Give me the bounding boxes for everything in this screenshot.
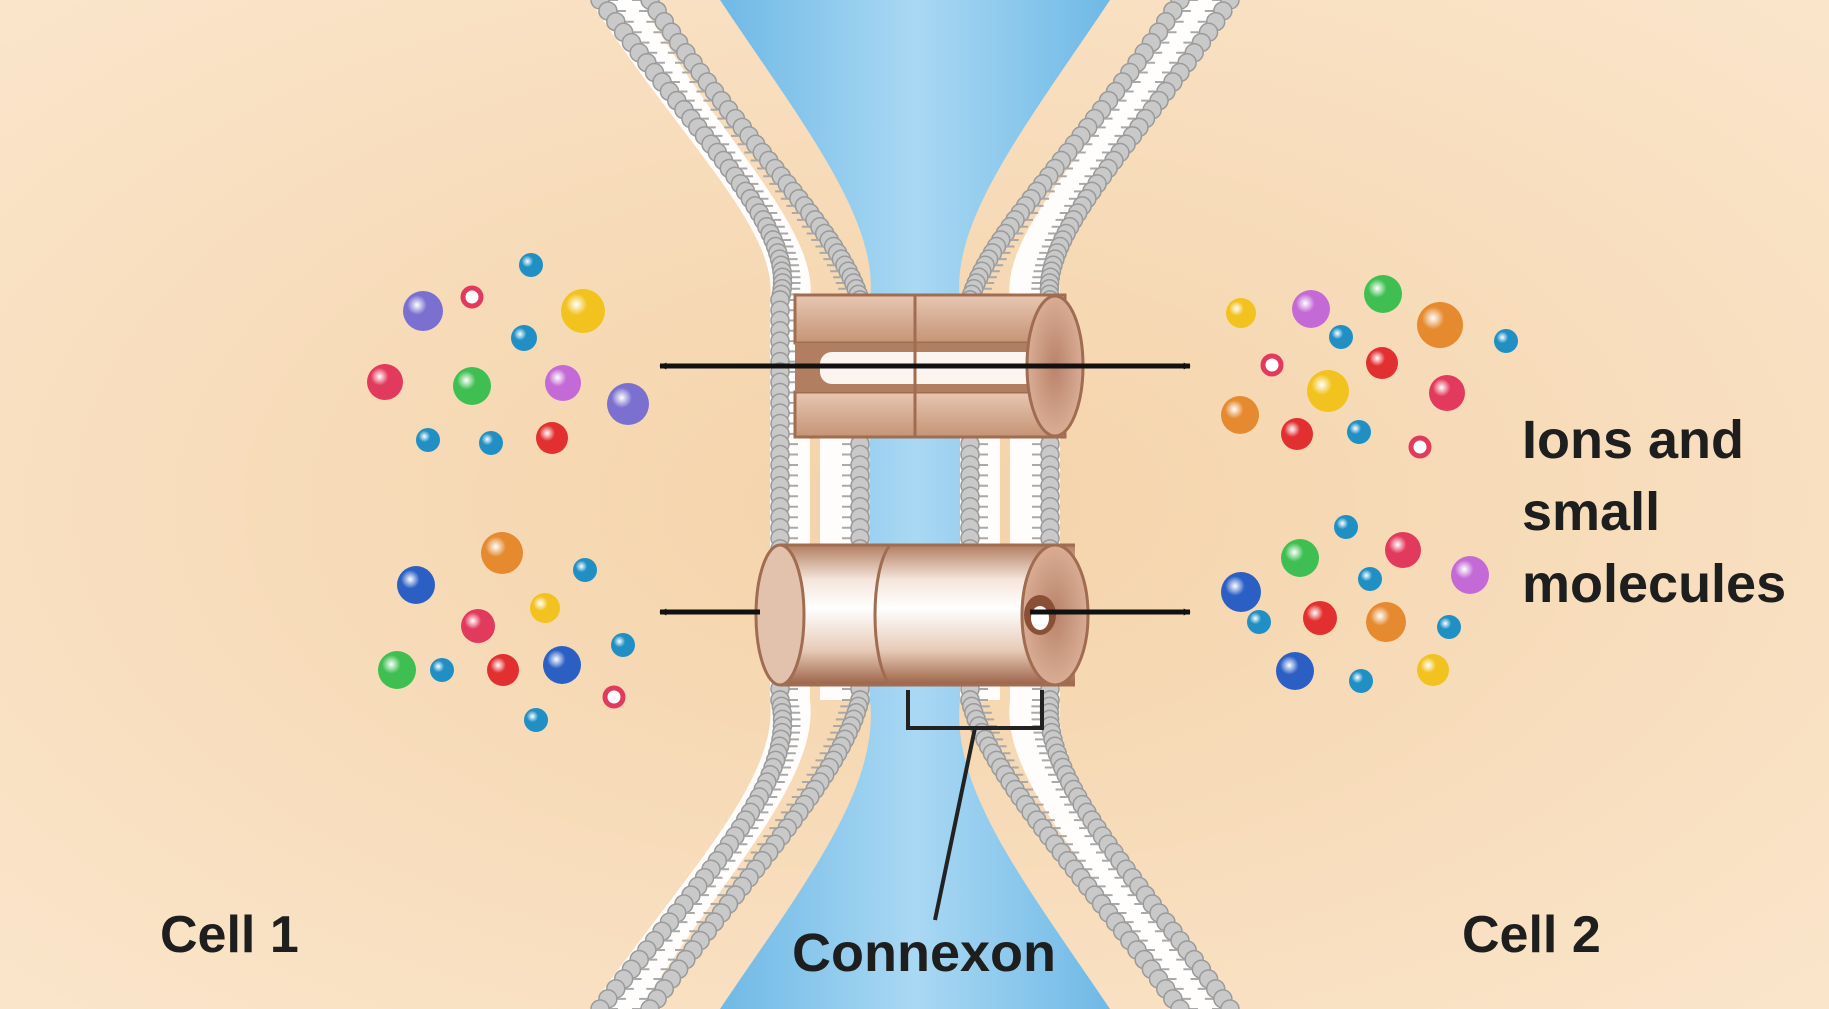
molecule <box>1437 615 1461 639</box>
molecule-ring <box>460 285 484 309</box>
molecule-ring <box>1408 435 1432 459</box>
molecule <box>519 253 543 277</box>
molecule <box>1307 370 1349 412</box>
molecule <box>561 289 605 333</box>
molecule <box>367 364 403 400</box>
cell-1-label: Cell 1 <box>160 906 299 964</box>
molecule <box>1303 601 1337 635</box>
extracellular-space <box>720 0 1110 1009</box>
molecule <box>1358 567 1382 591</box>
molecule <box>1281 539 1319 577</box>
molecule <box>378 651 416 689</box>
molecule <box>487 654 519 686</box>
connexon-leader-line <box>933 727 977 921</box>
molecule <box>1366 602 1406 642</box>
molecule <box>1364 275 1402 313</box>
molecule <box>1281 418 1313 450</box>
ions-and-small-molecules-label: Ions and small molecules <box>1522 404 1786 620</box>
molecule <box>1292 290 1330 328</box>
molecule <box>607 383 649 425</box>
molecule <box>1385 532 1421 568</box>
molecule <box>453 367 491 405</box>
molecule <box>461 609 495 643</box>
molecule <box>1417 654 1449 686</box>
ions-label-line-1: Ions and <box>1522 410 1745 470</box>
ions-label-line-2: small <box>1522 482 1661 542</box>
molecule <box>611 633 635 657</box>
molecule <box>1347 420 1371 444</box>
molecule <box>1334 515 1358 539</box>
molecule <box>511 325 537 351</box>
molecule <box>1349 669 1373 693</box>
molecule <box>1226 298 1256 328</box>
molecule <box>1276 652 1314 690</box>
molecule <box>1429 375 1465 411</box>
molecule <box>1247 610 1271 634</box>
molecule <box>1366 347 1398 379</box>
molecules <box>367 253 1518 732</box>
molecule <box>530 593 560 623</box>
molecule <box>479 431 503 455</box>
cell-2-label: Cell 2 <box>1462 906 1601 964</box>
molecule <box>1451 556 1489 594</box>
connexon-label: Connexon <box>792 923 1056 983</box>
molecule <box>1329 325 1353 349</box>
molecule <box>536 422 568 454</box>
ions-label-line-3: molecules <box>1522 554 1787 614</box>
molecule-ring <box>1260 353 1284 377</box>
connexon-channel-lower <box>754 543 1090 687</box>
molecule <box>1494 329 1518 353</box>
molecule <box>545 365 581 401</box>
molecule <box>416 428 440 452</box>
molecule <box>1221 396 1259 434</box>
molecule <box>524 708 548 732</box>
molecule <box>1221 572 1261 612</box>
molecule <box>481 532 523 574</box>
molecule <box>403 291 443 331</box>
molecule <box>573 558 597 582</box>
molecule <box>430 658 454 682</box>
molecule <box>543 646 581 684</box>
molecule <box>1417 302 1463 348</box>
molecule <box>397 566 435 604</box>
molecule-ring <box>602 685 626 709</box>
